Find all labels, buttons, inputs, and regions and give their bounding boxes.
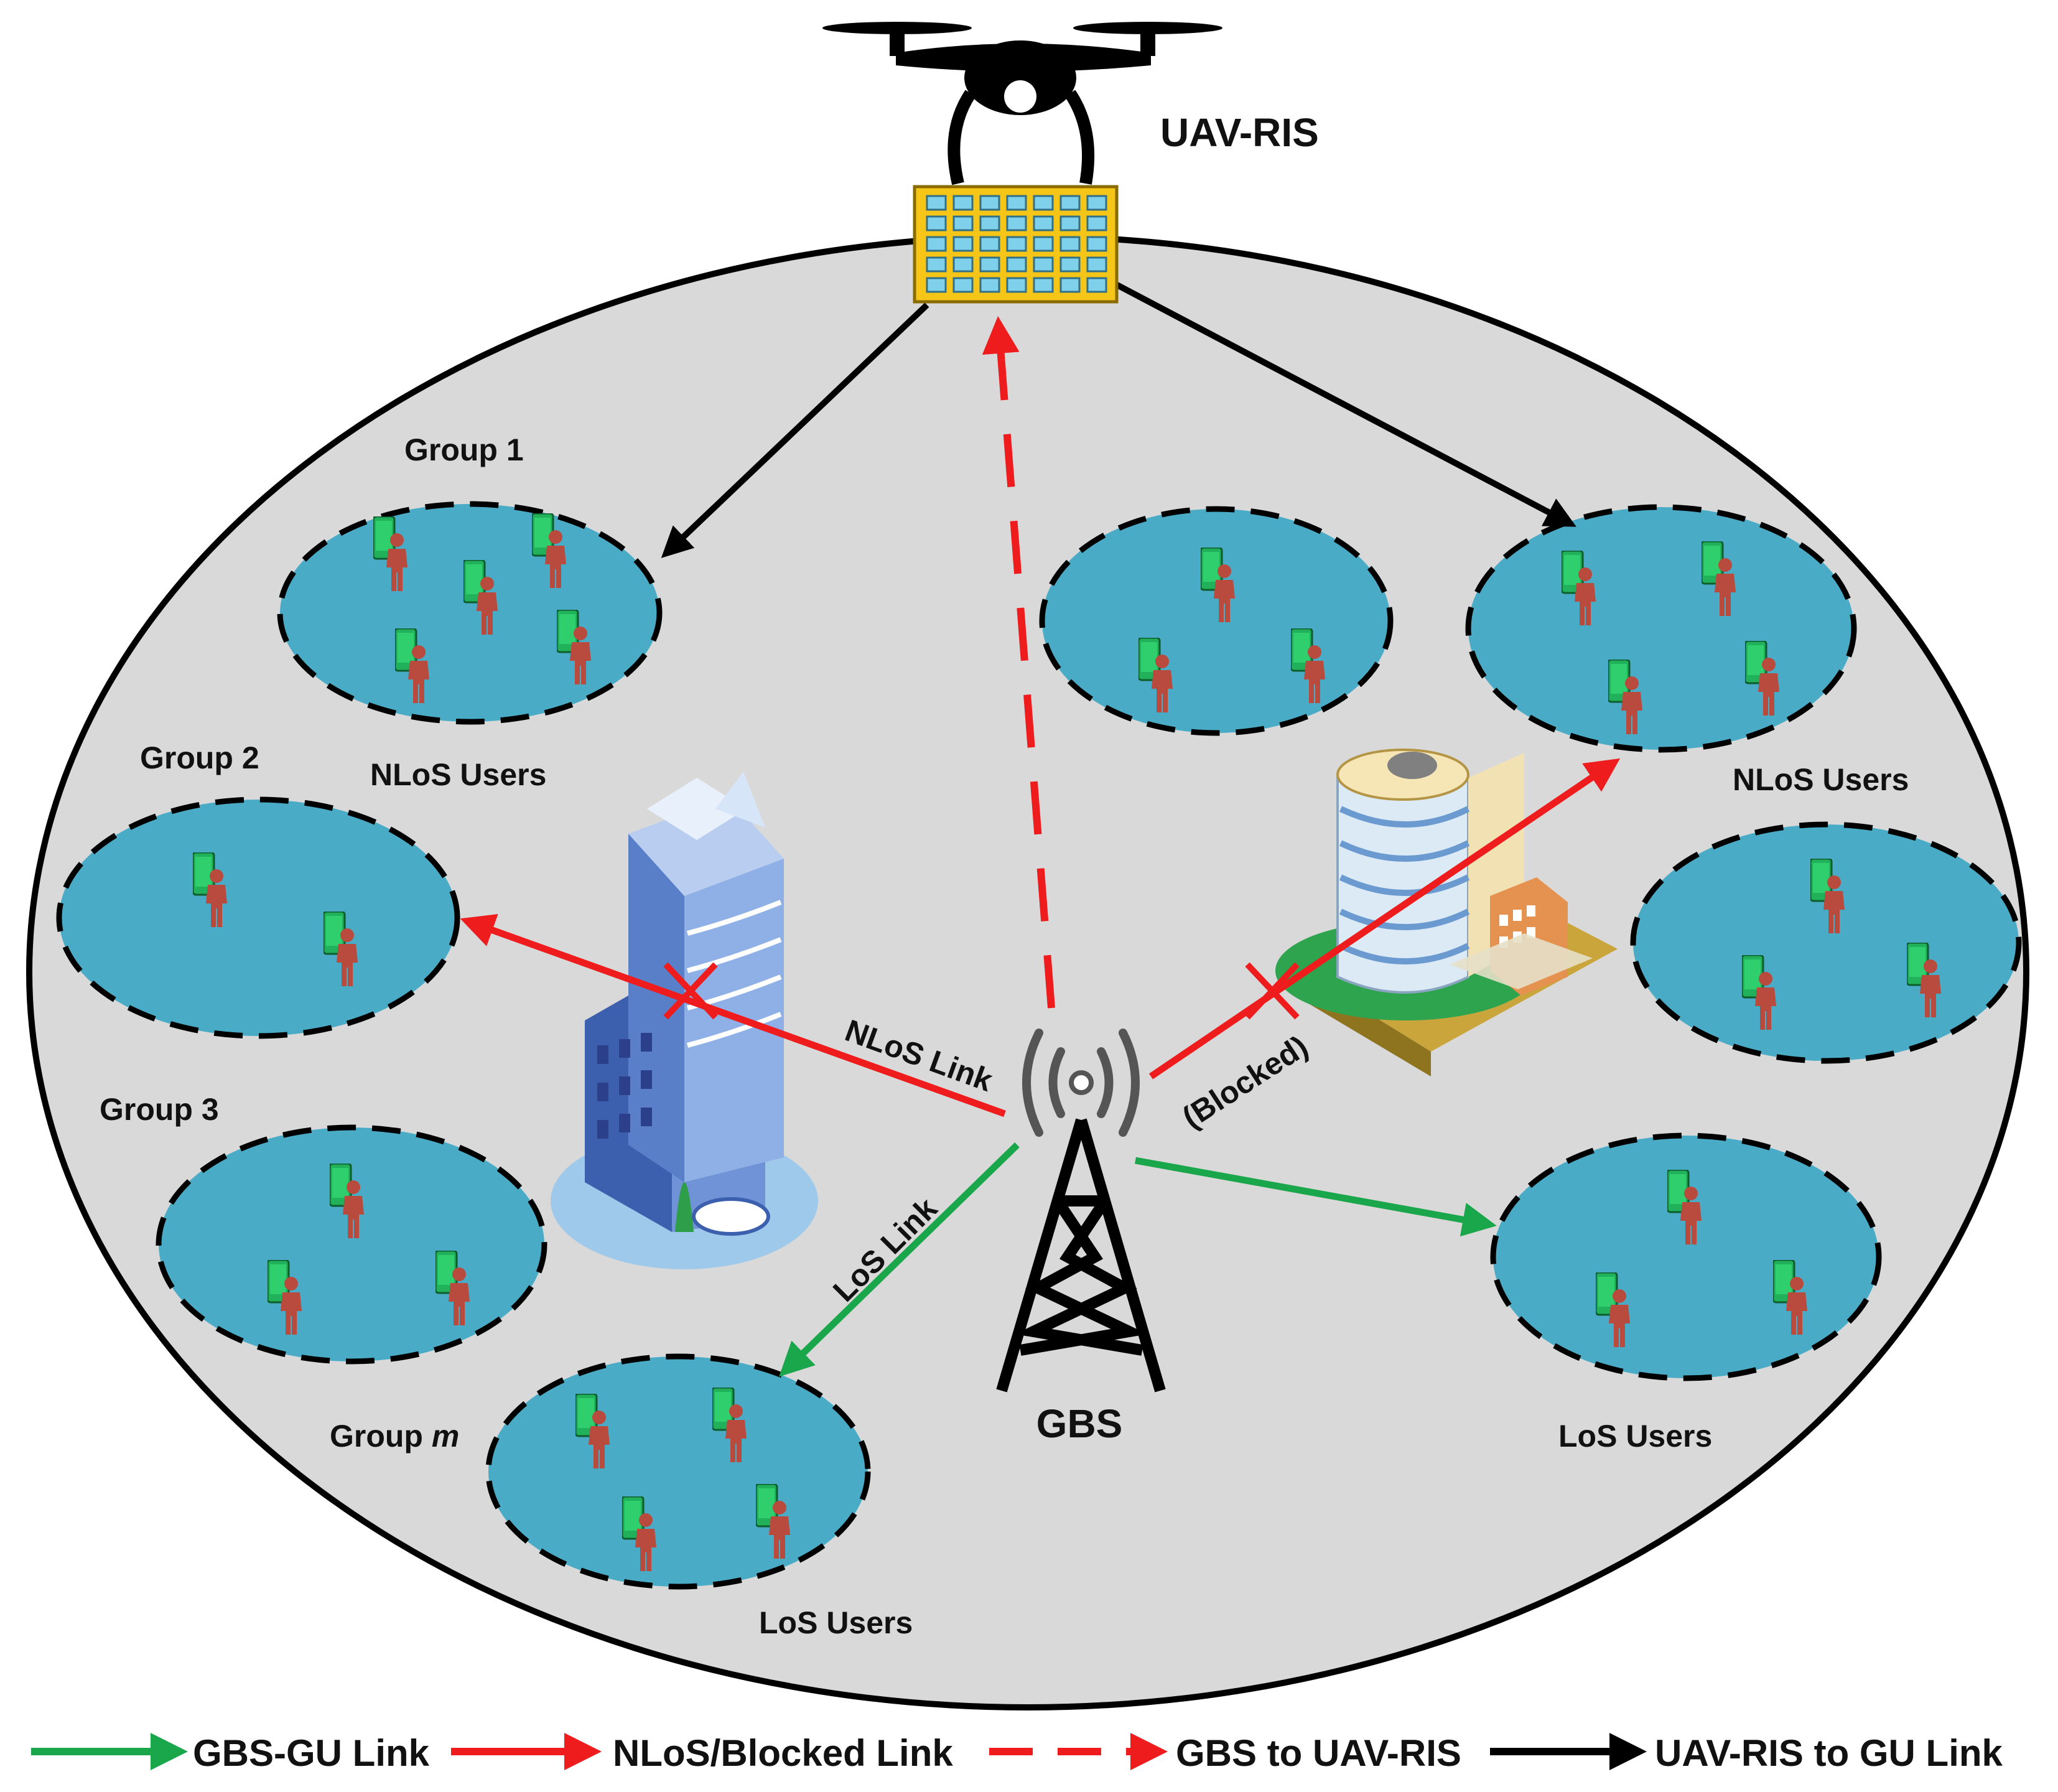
group-2-label: Group 2 [140,740,259,775]
ris-element [926,215,947,231]
ris-element [979,215,1000,231]
group-m-label: Group m [330,1419,459,1454]
group-3-ellipse [156,1124,547,1365]
ris-element [1086,195,1107,211]
group-right-mid-ellipse [1630,821,2022,1064]
ris-element [926,277,947,293]
uav-link-group1 [661,302,929,558]
ris-element [1033,195,1054,211]
ris-element [1006,195,1027,211]
ris-element [1086,215,1107,231]
nlos-link-blocked-right [1148,758,1621,1080]
legend-label-gbs-uav: GBS to UAV-RIS [1176,1732,1461,1774]
legend-label-uav-gu: UAV-RIS to GU Link [1655,1732,2003,1774]
ris-element [1059,195,1081,211]
ris-element [1006,215,1027,231]
ris-panel [913,185,1119,304]
nlos-users-left-label: NLoS Users [370,757,546,792]
ris-element [979,256,1000,273]
uav-ris-label: UAV-RIS [1160,110,1319,155]
uav-drone [822,22,1222,185]
ris-element [979,236,1000,252]
ris-element [1006,256,1027,273]
ris-element [1059,256,1081,273]
blocked-marks [663,962,1300,1020]
gbs-to-uav-dashed-link [982,316,1055,1009]
gbs-tower [996,1029,1166,1393]
group-2-ellipse [56,796,460,1039]
group-3-label: Group 3 [100,1092,219,1127]
group-m-ellipse [485,1353,871,1590]
ris-element [952,195,974,211]
ris-element [926,256,947,273]
legend: GBS-GU Link NLoS/Blocked Link GBS to UAV… [31,1732,2003,1774]
uav-link-nlos-right [1112,280,1576,527]
nlos-link-group2 [460,913,1006,1118]
group-los-right-ellipse [1490,1132,1882,1381]
ris-element [1033,236,1054,252]
ris-element [952,256,974,273]
ris-element [926,195,947,211]
legend-label-nlos: NLoS/Blocked Link [613,1732,953,1774]
ris-element [1006,236,1027,252]
ris-element [1006,277,1027,293]
ris-element [1059,236,1081,252]
ris-element [1033,277,1054,293]
los-link-group-m [779,1142,1020,1377]
ris-element [979,195,1000,211]
uav-to-gu-links [661,280,1576,558]
ris-element [952,215,974,231]
ris-element [1033,256,1054,273]
left-building [551,772,818,1269]
ris-element [1059,215,1081,231]
nlos-links [460,758,1621,1118]
gbs-label: GBS [1036,1401,1123,1446]
group-nlos-right-ellipse [1465,504,1857,753]
ris-element [952,236,974,252]
group-1-ellipse [277,501,663,725]
ris-element [1086,256,1107,273]
ris-element [1059,277,1081,293]
ris-element [979,277,1000,293]
los-links [779,1142,1497,1377]
right-building [1275,749,1618,1076]
nlos-users-right-label: NLoS Users [1733,762,1909,797]
ris-element [926,236,947,252]
group-center-ellipse [1039,506,1394,736]
los-link-right [1135,1157,1497,1237]
group-1-label: Group 1 [404,432,524,467]
los-users-right-label: LoS Users [1558,1419,1712,1454]
ris-element [952,277,974,293]
ris-element [1033,215,1054,231]
los-users-bottom-label: LoS Users [759,1605,913,1640]
ris-element [1086,236,1107,252]
ris-element [1086,277,1107,293]
legend-label-gbs-gu: GBS-GU Link [193,1732,430,1774]
